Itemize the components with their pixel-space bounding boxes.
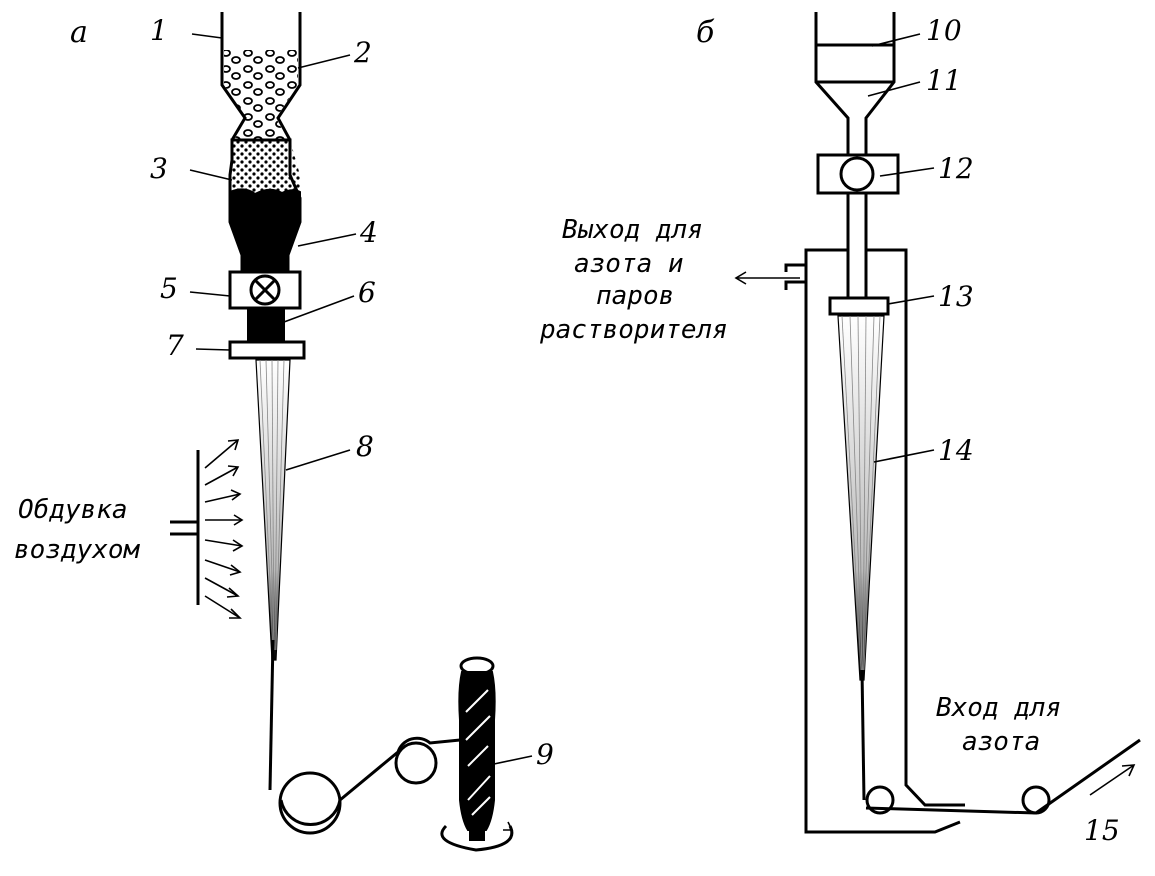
- panel-a: а: [14, 12, 554, 852]
- air-blow-caption-line1: Обдувка: [18, 495, 128, 525]
- upper-roller: [394, 741, 438, 785]
- label-5: 5: [160, 272, 178, 305]
- inlet-caption-line1: Вход для: [936, 693, 1061, 723]
- spinneret-b: [828, 296, 890, 316]
- inlet-caption-line2: азота: [962, 727, 1040, 757]
- exit-caption-line1: Выход для: [562, 215, 703, 245]
- label-1: 1: [150, 14, 168, 47]
- hopper: [220, 12, 302, 160]
- label-11: 11: [926, 64, 962, 97]
- filament-lines-b: [841, 315, 881, 671]
- spinneret: [228, 340, 306, 360]
- bobbin: [440, 656, 514, 852]
- label-2: 2: [353, 36, 372, 69]
- air-blow: [170, 439, 244, 619]
- exit-caption-line3: паров: [596, 281, 674, 311]
- pump-block: [247, 307, 285, 344]
- roller-b-1: [865, 785, 895, 815]
- label-15: 15: [1084, 814, 1120, 847]
- valve: [228, 270, 302, 310]
- solution-tank: [814, 12, 896, 155]
- air-blow-caption-line2: воздухом: [14, 535, 141, 565]
- filament-cone-b: [837, 315, 885, 681]
- leader-lines-b: [867, 33, 935, 463]
- exit-caption-line4: растворителя: [539, 315, 728, 345]
- leader-lines-a: [189, 33, 533, 765]
- label-14: 14: [938, 434, 974, 467]
- panel-b-label: б: [696, 15, 715, 50]
- label-12: 12: [938, 152, 974, 185]
- label-6: 6: [358, 276, 376, 309]
- label-10: 10: [926, 14, 962, 47]
- roller-b-2: [1021, 785, 1051, 815]
- melt-chamber: [228, 138, 302, 272]
- label-13: 13: [938, 280, 974, 313]
- label-9: 9: [536, 738, 554, 771]
- filament-lines: [259, 359, 285, 651]
- exit-caption-line2: азота и: [574, 249, 684, 279]
- label-4: 4: [359, 216, 378, 249]
- label-8: 8: [356, 430, 374, 463]
- label-3: 3: [150, 152, 168, 185]
- spinning-column: [734, 248, 965, 834]
- panel-b: б: [539, 12, 1141, 847]
- metering-pump: [816, 153, 900, 195]
- label-7: 7: [166, 329, 184, 362]
- filament-path: [279, 736, 461, 826]
- panel-a-label: а: [70, 15, 88, 50]
- fiber-exit-path: [865, 738, 1141, 815]
